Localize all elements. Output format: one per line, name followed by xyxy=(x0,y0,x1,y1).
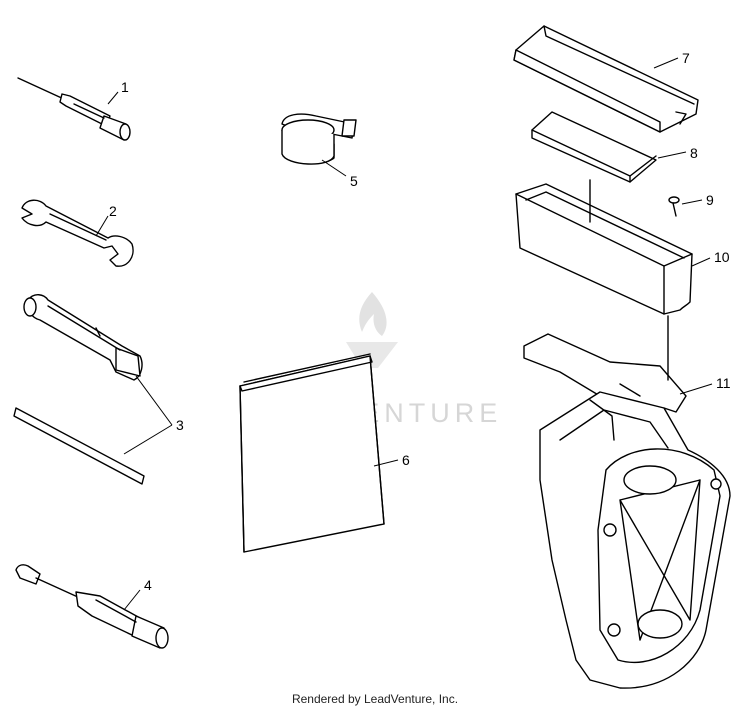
part-8-pad xyxy=(531,111,657,183)
part-5-strap xyxy=(281,113,357,165)
callout-labels: 1 2 3 4 5 6 7 8 9 10 11 xyxy=(109,50,731,593)
callout-7: 7 xyxy=(682,50,690,66)
callout-9: 9 xyxy=(706,192,714,208)
leader-lines xyxy=(95,57,713,611)
callout-10: 10 xyxy=(714,249,730,265)
part-6-manual xyxy=(239,353,385,553)
callout-6: 6 xyxy=(402,452,410,468)
flame-logo-icon xyxy=(346,292,398,368)
callout-11: 11 xyxy=(716,375,731,391)
part-3-tommy-bar xyxy=(13,407,145,485)
callout-1: 1 xyxy=(121,79,129,95)
part-1-screwdriver xyxy=(17,77,131,141)
part-3-box-wrench xyxy=(23,294,143,381)
callout-3: 3 xyxy=(176,417,184,433)
part-10-toolbox xyxy=(515,179,693,315)
callout-4: 4 xyxy=(144,577,152,593)
callout-2: 2 xyxy=(109,203,117,219)
callout-8: 8 xyxy=(690,145,698,161)
part-9-screw xyxy=(668,196,680,217)
part-7-lid xyxy=(513,25,699,133)
footer-credit: Rendered by LeadVenture, Inc. xyxy=(291,692,459,706)
part-11-housing xyxy=(523,315,731,689)
callout-5: 5 xyxy=(350,173,358,189)
part-4-screwdriver xyxy=(15,564,169,649)
